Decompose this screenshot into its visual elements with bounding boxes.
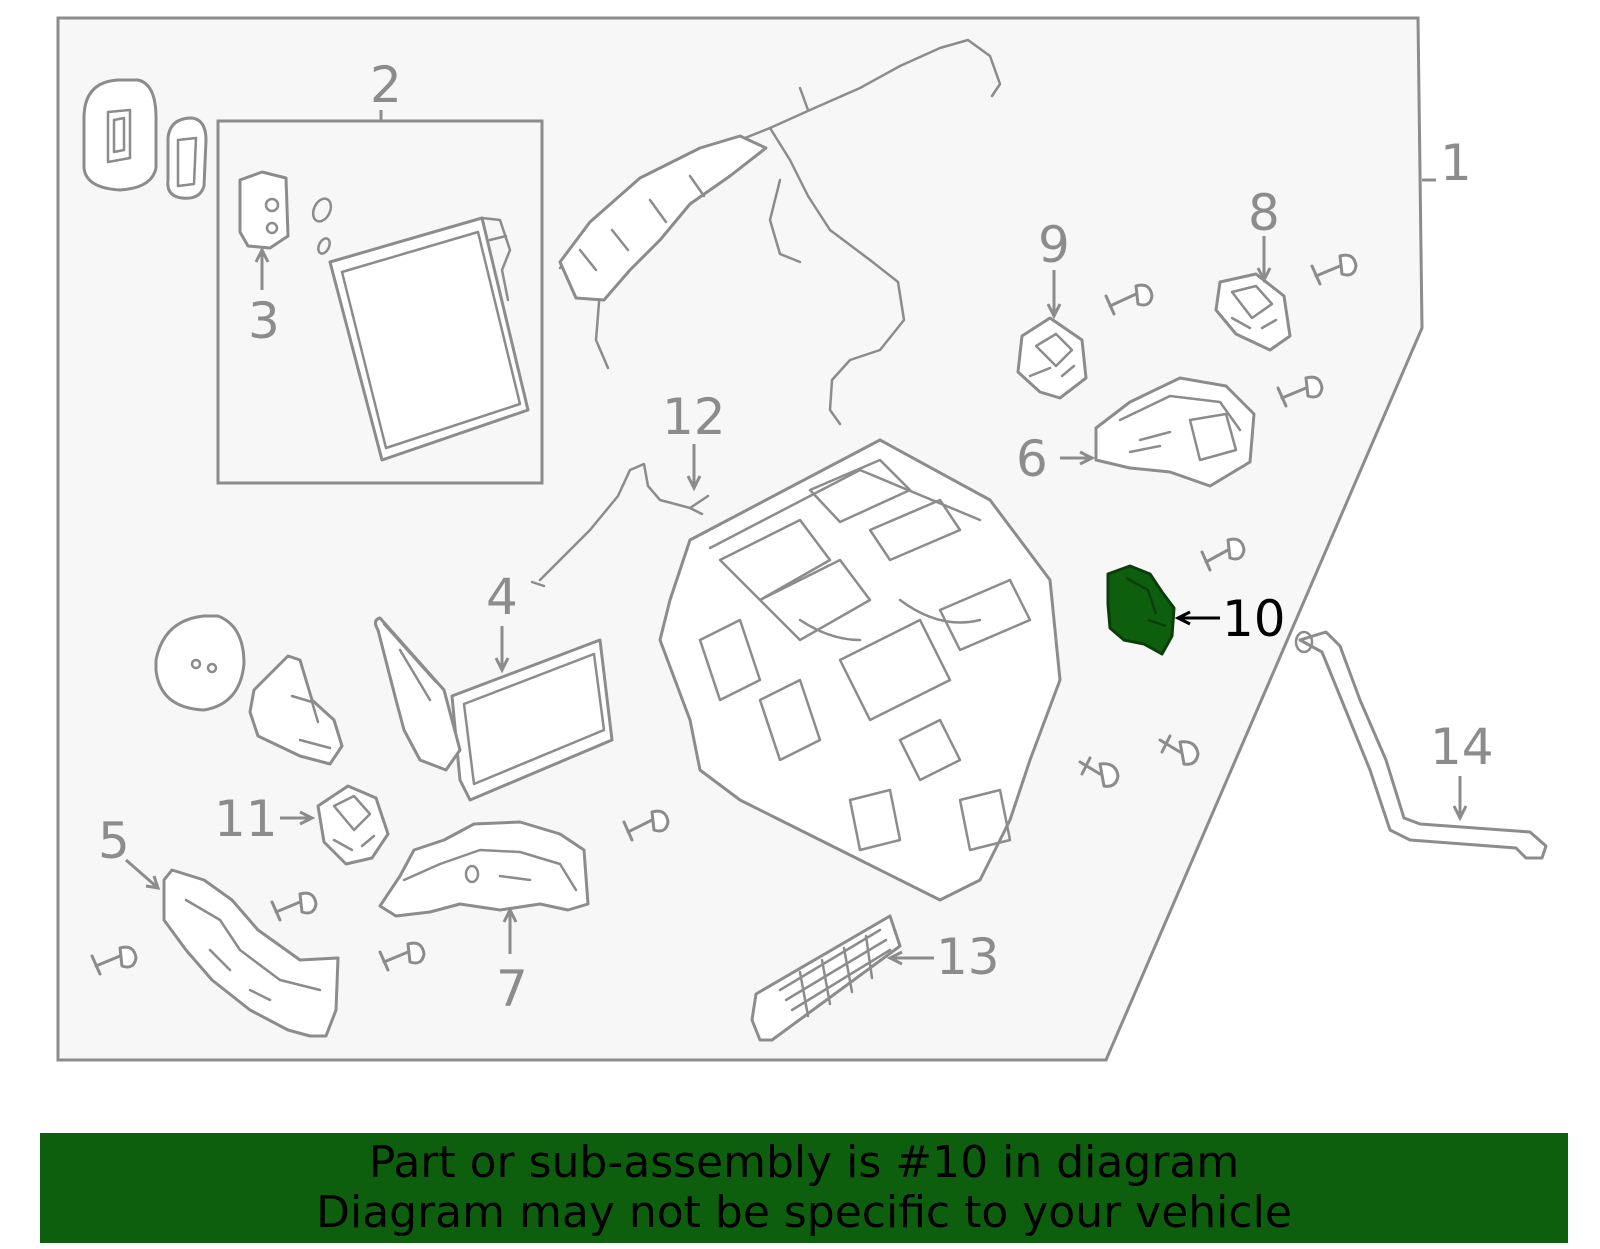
callout-8-arrow [1256,236,1272,284]
aspirator-hose-part-12 [530,462,710,588]
screws [90,253,1358,976]
highlighted-part-10 [1106,564,1176,656]
seal-small [166,116,208,200]
actuator-part-9 [1016,316,1088,400]
heater-core-part-4 [373,616,614,802]
actuator-part-11 [316,784,390,866]
pipe-part-14 [1294,630,1548,860]
hvac-case [658,438,1062,902]
callout-13: 13 [936,928,1000,986]
callout-3-arrow [254,246,270,290]
cabin-filter-part-13 [750,914,902,1042]
expansion-valve-part-3 [238,170,333,255]
callout-3: 3 [248,292,280,350]
info-banner: Part or sub-assembly is #10 in diagram D… [40,1133,1568,1243]
seal-large [82,78,158,192]
duct-part-7 [378,820,590,918]
callout-9: 9 [1038,216,1070,274]
callout-6-arrow [1060,450,1096,466]
callout-14: 14 [1430,718,1494,776]
callout-5: 5 [98,812,130,870]
actuator-part-8 [1214,272,1292,352]
callout-4-arrow [494,626,510,674]
evaporator-core [328,216,530,462]
banner-line-2: Diagram may not be specific to your vehi… [316,1187,1292,1238]
callout-2: 2 [370,56,402,114]
callout-12-arrow [686,444,702,492]
callout-7: 7 [496,960,528,1018]
callout-6: 6 [1016,430,1048,488]
callout-5-arrow [125,858,161,890]
blower-motor [154,614,246,712]
banner-line-1: Part or sub-assembly is #10 in diagram [368,1137,1240,1188]
callout-9-arrow [1046,270,1062,320]
wiring-harness [558,38,1002,426]
callout-4: 4 [486,568,518,626]
callout-11-arrow [280,810,316,826]
callout-10[interactable]: 10 [1222,590,1286,648]
callout-14-arrow [1452,776,1468,822]
callout-1: 1 [1440,134,1472,192]
callout-13-arrow [886,950,934,966]
callout-7-arrow [502,906,518,954]
callout-10-arrow[interactable] [1174,610,1220,626]
blower-housing [248,654,344,766]
duct-part-6 [1094,376,1256,488]
callout-11: 11 [214,790,278,848]
duct-part-5 [162,868,340,1038]
callout-8: 8 [1248,184,1280,242]
callout-12: 12 [662,388,726,446]
